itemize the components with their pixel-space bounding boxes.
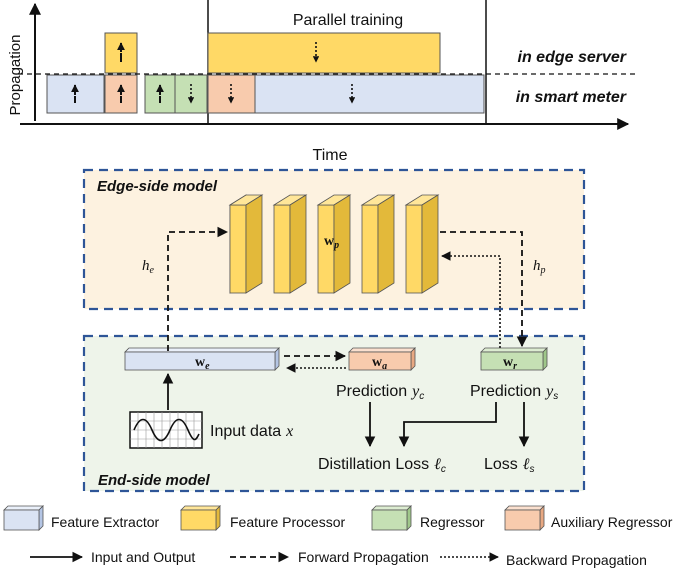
processor-layer: [404, 194, 440, 294]
svg-text:Auxiliary Regressor: Auxiliary Regressor: [551, 514, 673, 530]
legend-forward-propagation: Forward Propagation: [230, 549, 429, 565]
y-axis-label: Propagation: [7, 35, 24, 116]
legend-input-output: Input and Output: [30, 549, 195, 565]
edge-lane-label: in edge server: [518, 49, 627, 66]
hp-label: hp: [533, 258, 546, 276]
aux-weight-label: wa: [372, 355, 387, 372]
svg-text:Backward Propagation: Backward Propagation: [506, 552, 647, 568]
waveform-icon: [129, 411, 203, 449]
svg-text:Feature Extractor: Feature Extractor: [51, 514, 159, 530]
meter-extractor-backward-block: [254, 74, 485, 114]
hp-forward-arrow: [440, 231, 528, 348]
timeline-section: Propagation Time Parallel training in ed…: [7, 0, 636, 164]
prediction-s-to-distill-arrow: [398, 402, 497, 448]
svg-text:Forward Propagation: Forward Propagation: [298, 549, 429, 565]
processor-weight-label: wp: [324, 234, 339, 251]
edge-backward-arrow: [441, 251, 501, 348]
legend-feature-extractor: Feature Extractor: [3, 505, 159, 531]
legend-backward-propagation: Backward Propagation: [440, 552, 647, 568]
parallel-training-label: Parallel training: [293, 12, 403, 29]
end-model-title: End-side model: [98, 472, 211, 489]
feature-extractor-block: [124, 347, 280, 371]
processor-layer: [272, 194, 308, 294]
he-label: he: [142, 258, 155, 276]
edge-parallel-block: [207, 32, 441, 74]
feature-processor-layers: [228, 194, 440, 294]
processor-layer: [360, 194, 396, 294]
processor-layer: [316, 194, 352, 294]
legend: Feature Extractor Feature Processor Regr…: [3, 505, 673, 568]
reg-weight-label: wr: [503, 355, 517, 372]
regressor-block: [480, 347, 548, 371]
svg-text:Feature Processor: Feature Processor: [230, 514, 345, 530]
svg-text:Regressor: Regressor: [420, 514, 485, 530]
meter-lane-label: in smart meter: [516, 89, 627, 106]
edge-model-title: Edge-side model: [97, 178, 218, 195]
processor-layer: [228, 194, 264, 294]
edge-model-section: Edge-side model: [82, 168, 586, 311]
legend-regressor: Regressor: [371, 505, 485, 531]
extractor-weight-label: we: [195, 355, 210, 372]
svg-text:Input and Output: Input and Output: [91, 549, 195, 565]
x-axis-label: Time: [313, 147, 348, 164]
legend-auxiliary-regressor: Auxiliary Regressor: [504, 505, 673, 531]
legend-feature-processor: Feature Processor: [180, 505, 345, 531]
auxiliary-regressor-block: [348, 347, 416, 371]
flow-arrows: [162, 226, 530, 448]
